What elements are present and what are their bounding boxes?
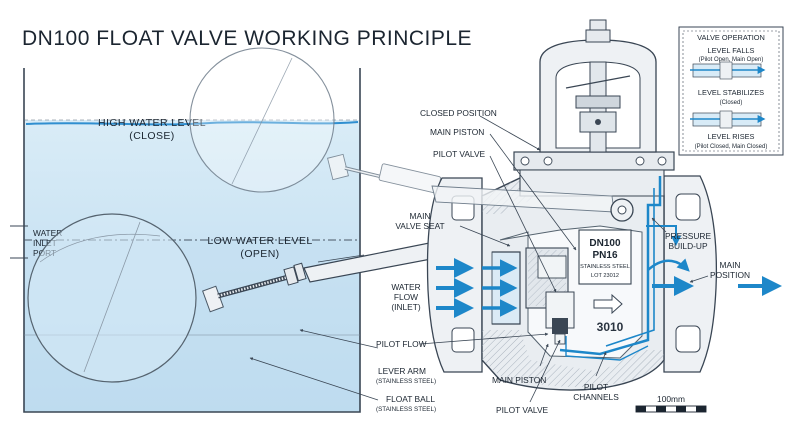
cast-number: 3010	[597, 320, 624, 334]
pilot-channels	[559, 176, 681, 361]
nameplate	[578, 229, 632, 285]
op-row-2-detail: (Closed)	[720, 100, 743, 106]
high-water-surface	[25, 121, 359, 126]
callout-main-valve-seat-2: VALVE SEAT	[395, 221, 444, 231]
leader-lines	[249, 115, 709, 403]
op-row-1-detail: (Pilot Open, Main Open)	[699, 57, 764, 63]
inlet-port-label-2: INLET	[33, 238, 57, 248]
callout-pilot-valve-top: PILOT VALVE	[433, 149, 486, 159]
body-hatch-bottom	[482, 330, 664, 387]
op-row-3-detail: (Pilot Closed, Main Closed)	[695, 144, 768, 150]
callout-float-ball: FLOAT BALL	[386, 394, 435, 404]
op-row-2-label: LEVEL STABILIZES	[698, 88, 764, 97]
low-level-label: LOW WATER LEVEL	[207, 235, 312, 247]
op-row-3-label: LEVEL RISES	[708, 132, 755, 141]
callout-lever-arm-material: (STAINLESS STEEL)	[376, 378, 436, 385]
lever-pivot	[431, 185, 634, 222]
float-ball-high	[189, 47, 442, 194]
callout-main-valve-seat-1: MAIN	[410, 211, 431, 221]
nameplate-size: DN100	[589, 238, 621, 249]
callout-main-position-1: MAIN	[720, 260, 741, 270]
callout-lever-arm: LEVER ARM	[378, 366, 426, 376]
callout-main-piston-bottom: MAIN PISTON	[492, 375, 546, 385]
callout-main-piston-top: MAIN PISTON	[430, 127, 484, 137]
stem-nut	[575, 95, 621, 109]
callout-pilot-channels-1: PILOT	[584, 382, 608, 392]
callout-pilot-channels-2: CHANNELS	[573, 392, 619, 402]
callout-closed-position: CLOSED POSITION	[420, 108, 497, 118]
callout-water-flow-2: FLOW	[394, 292, 418, 302]
float-ball-low	[27, 213, 307, 383]
valve-bonnet	[513, 19, 675, 197]
flow-direction-cast-arrow	[593, 293, 623, 315]
pilot-valve-nozzle	[552, 318, 568, 334]
callout-pressure-1: PRESSURE	[665, 231, 711, 241]
nameplate-lot: LOT 23012	[591, 273, 619, 279]
high-level-sublabel: (CLOSE)	[129, 130, 174, 142]
callout-float-ball-material: (STAINLESS STEEL)	[376, 406, 436, 413]
right-flange-bolt-bottom	[675, 325, 701, 353]
callout-pilot-valve-bottom: PILOT VALVE	[496, 405, 549, 415]
callout-pressure-2: BUILD-UP	[668, 241, 708, 251]
low-level-sublabel: (OPEN)	[240, 248, 279, 260]
diagram-title: DN100 FLOAT VALVE WORKING PRINCIPLE	[22, 27, 472, 50]
right-flange-bolt-top	[675, 193, 701, 221]
scale-bar-label: 100mm	[657, 394, 685, 404]
valve-body	[426, 175, 717, 391]
callout-water-flow-3: (INLET)	[391, 302, 421, 312]
high-level-label: HIGH WATER LEVEL	[98, 117, 206, 129]
inlet-port-label-1: WATER	[33, 228, 62, 238]
nameplate-pressure: PN16	[592, 250, 617, 261]
yoke-cap	[585, 29, 611, 43]
bonnet-flange	[513, 151, 675, 171]
outlet-curve-arrow	[647, 258, 690, 272]
callout-main-position-2: POSITION	[710, 270, 750, 280]
valve-operation-box	[678, 26, 784, 156]
right-flange	[663, 175, 717, 373]
callout-pilot-flow: PILOT FLOW	[376, 339, 427, 349]
callout-water-flow-1: WATER	[391, 282, 420, 292]
op-row-1-label: LEVEL FALLS	[708, 46, 755, 55]
water-flow-arrows	[436, 258, 782, 318]
scale-bar	[635, 405, 707, 413]
op-box-title: VALVE OPERATION	[697, 33, 765, 42]
nameplate-material: STAINLESS STEEL	[580, 264, 630, 270]
